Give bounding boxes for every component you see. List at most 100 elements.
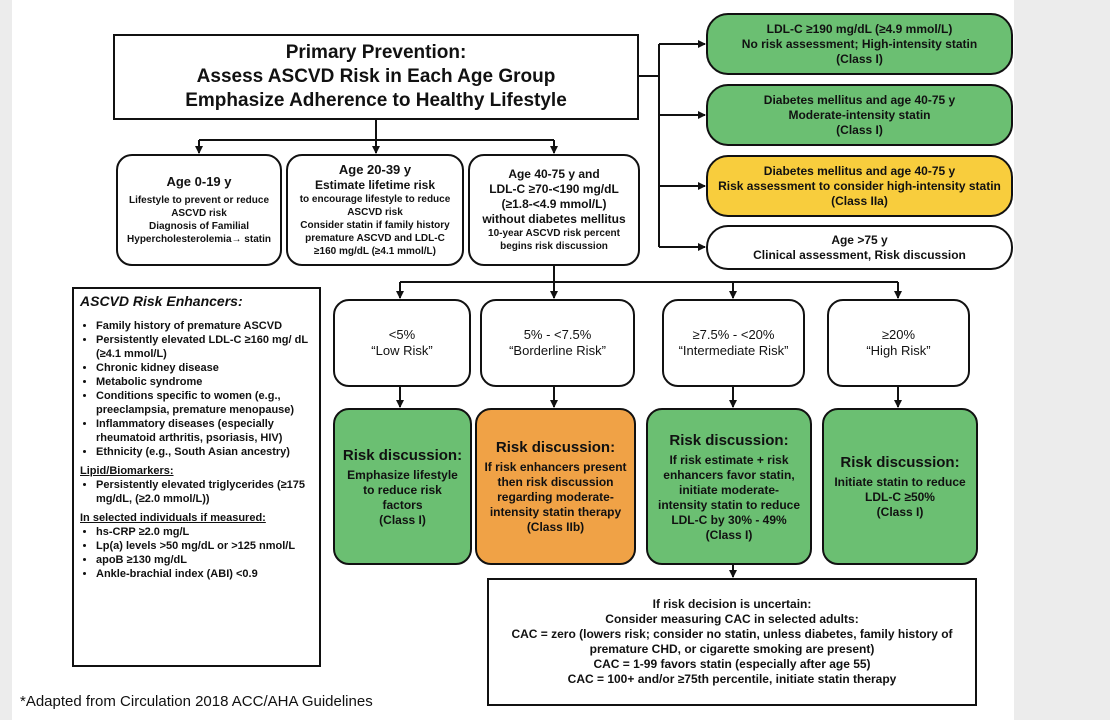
risk-enhancers-list: Family history of premature ASCVD Persis… bbox=[80, 319, 313, 459]
age-20-39-box: Age 20-39 y Estimate lifetime risk to en… bbox=[286, 154, 464, 266]
enhancer-item: Persistently elevated LDL-C ≥160 mg/ dL … bbox=[96, 333, 313, 361]
main-line-1: Primary Prevention: bbox=[285, 42, 467, 63]
enhancer-item: Inflammatory diseases (especially rheuma… bbox=[96, 417, 313, 445]
diabetes-high-intensity-box: Diabetes mellitus and age 40-75 y Risk a… bbox=[706, 155, 1013, 217]
risk-enhancers-panel: ASCVD Risk Enhancers: Family history of … bbox=[72, 287, 321, 667]
age-40-75-line-4: without diabetes mellitus bbox=[482, 212, 626, 226]
lipid-item: Persistently elevated triglycerides (≥17… bbox=[96, 478, 313, 506]
enhancer-item: Ethnicity (e.g., South Asian ancestry) bbox=[96, 445, 313, 459]
age-20-39-line-1: to encourage lifestyle to reduce bbox=[299, 194, 451, 205]
diabetes-moderate-line-2: Moderate-intensity statin bbox=[788, 107, 931, 122]
risk-borderline-range: 5% - <7.5% bbox=[523, 327, 592, 342]
diabetes-moderate-box: Diabetes mellitus and age 40-75 y Modera… bbox=[706, 84, 1013, 146]
diabetes-moderate-line-1: Diabetes mellitus and age 40-75 y bbox=[763, 92, 956, 107]
risk-intermediate-range: ≥7.5% - <20% bbox=[692, 327, 775, 342]
discussion-low-box: Risk discussion: Emphasize lifestyle to … bbox=[333, 408, 472, 565]
discussion-borderline-line: regarding moderate- bbox=[497, 490, 614, 504]
age-0-19-box: Age 0-19 y Lifestyle to prevent or reduc… bbox=[116, 154, 282, 266]
age-40-75-line-2: LDL-C ≥70-<190 mg/dL bbox=[489, 182, 619, 196]
enhancer-item: Metabolic syndrome bbox=[96, 375, 313, 389]
diabetes-high-line-3: (Class IIa) bbox=[831, 193, 888, 208]
age-20-39-line-2: ASCVD risk bbox=[347, 207, 403, 218]
risk-low-range: <5% bbox=[388, 327, 416, 342]
discussion-intermediate-line: If risk estimate + risk bbox=[669, 452, 789, 467]
main-line-2: Assess ASCVD Risk in Each Age Group bbox=[196, 66, 556, 87]
main-line-3: Emphasize Adherence to Healthy Lifestyle bbox=[185, 90, 567, 111]
discussion-borderline-box: Risk discussion: If risk enhancers prese… bbox=[475, 408, 636, 565]
discussion-low-line: to reduce risk bbox=[363, 482, 442, 497]
age-0-19-line-3: Diagnosis of Familial bbox=[148, 221, 250, 232]
discussion-high-title: Risk discussion: bbox=[840, 454, 960, 471]
cac-line: CAC = 100+ and/or ≥75th percentile, init… bbox=[567, 672, 897, 686]
lipid-biomarkers-list: Persistently elevated triglycerides (≥17… bbox=[80, 478, 313, 506]
age-20-39-line-4: premature ASCVD and LDL-C bbox=[305, 233, 445, 244]
discussion-high-box: Risk discussion: Initiate statin to redu… bbox=[822, 408, 978, 565]
footnote: *Adapted from Circulation 2018 ACC/AHA G… bbox=[20, 693, 373, 710]
age-20-39-line-3: Consider statin if family history bbox=[300, 220, 450, 231]
discussion-intermediate-line: intensity statin to reduce bbox=[657, 497, 801, 512]
discussion-low-line: (Class I) bbox=[379, 512, 426, 527]
discussion-borderline-line: intensity statin therapy bbox=[489, 505, 622, 519]
discussion-intermediate-line: (Class I) bbox=[705, 527, 753, 542]
selected-item: Ankle-brachial index (ABI) <0.9 bbox=[96, 567, 313, 581]
discussion-borderline-line: (Class IIb) bbox=[526, 520, 585, 534]
selected-individuals-list: hs-CRP ≥2.0 mg/L Lp(a) levels >50 mg/dL … bbox=[80, 525, 313, 581]
age-40-75-line-5: 10-year ASCVD risk percent bbox=[488, 228, 620, 239]
discussion-high-line: LDL-C ≥50% bbox=[865, 490, 935, 504]
age-40-75-line-1: Age 40-75 y and bbox=[508, 167, 600, 181]
discussion-low-line: factors bbox=[382, 497, 423, 512]
cac-line: CAC = zero (lowers risk; consider no sta… bbox=[511, 627, 953, 641]
enhancer-item: Chronic kidney disease bbox=[96, 361, 313, 375]
age-40-75-line-3: (≥1.8-<4.9 mmol/L) bbox=[501, 197, 607, 211]
enhancer-item: Family history of premature ASCVD bbox=[96, 319, 313, 333]
cac-line: CAC = 1-99 favors statin (especially aft… bbox=[593, 657, 871, 671]
risk-high-box: ≥20% “High Risk” bbox=[827, 299, 970, 387]
ldl-190-line-1: LDL-C ≥190 mg/dL (≥4.9 mmol/L) bbox=[766, 21, 953, 36]
age-75-line-1: Age >75 y bbox=[831, 232, 888, 247]
ldl-190-line-3: (Class I) bbox=[836, 51, 883, 66]
discussion-borderline-line: If risk enhancers present bbox=[484, 460, 627, 474]
age-over-75-box: Age >75 y Clinical assessment, Risk disc… bbox=[706, 225, 1013, 270]
discussion-borderline-title: Risk discussion: bbox=[495, 439, 616, 456]
ldl-190-box: LDL-C ≥190 mg/dL (≥4.9 mmol/L) No risk a… bbox=[706, 13, 1013, 75]
age-0-19-line-4: Hypercholesterolemia→ statin bbox=[127, 234, 271, 245]
risk-high-label: “High Risk” bbox=[866, 343, 931, 358]
selected-item: hs-CRP ≥2.0 mg/L bbox=[96, 525, 313, 539]
diabetes-moderate-line-3: (Class I) bbox=[836, 122, 883, 137]
risk-borderline-label: “Borderline Risk” bbox=[509, 343, 606, 358]
risk-enhancers-title: ASCVD Risk Enhancers: bbox=[80, 293, 243, 309]
age-40-75-line-6: begins risk discussion bbox=[500, 241, 608, 252]
age-75-line-2: Clinical assessment, Risk discussion bbox=[753, 247, 966, 262]
discussion-intermediate-title: Risk discussion: bbox=[669, 431, 789, 449]
discussion-intermediate-line: enhancers favor statin, bbox=[663, 467, 795, 482]
age-20-39-subtitle: Estimate lifetime risk bbox=[314, 178, 436, 192]
selected-item: Lp(a) levels >50 mg/dL or >125 nmol/L bbox=[96, 539, 313, 553]
enhancer-item: Conditions specific to women (e.g., pree… bbox=[96, 389, 313, 417]
discussion-intermediate-box: Risk discussion: If risk estimate + risk… bbox=[646, 408, 812, 565]
discussion-low-line: Emphasize lifestyle bbox=[347, 467, 458, 482]
diabetes-high-line-1: Diabetes mellitus and age 40-75 y bbox=[763, 163, 956, 178]
cac-line: If risk decision is uncertain: bbox=[652, 597, 812, 611]
age-20-39-line-5: ≥160 mg/dL (≥4.1 mmol/L) bbox=[314, 246, 436, 257]
discussion-low-title: Risk discussion: bbox=[342, 446, 463, 464]
age-40-75-box: Age 40-75 y and LDL-C ≥70-<190 mg/dL (≥1… bbox=[468, 154, 640, 266]
ldl-190-line-2: No risk assessment; High-intensity stati… bbox=[741, 36, 978, 51]
lipid-biomarkers-heading: Lipid/Biomarkers: bbox=[80, 465, 174, 477]
primary-prevention-box: Primary Prevention: Assess ASCVD Risk in… bbox=[113, 34, 639, 120]
risk-borderline-box: 5% - <7.5% “Borderline Risk” bbox=[480, 299, 635, 387]
cac-line: Consider measuring CAC in selected adult… bbox=[605, 612, 859, 626]
discussion-intermediate-line: LDL-C by 30% - 49% bbox=[671, 512, 787, 527]
discussion-borderline-line: then risk discussion bbox=[497, 475, 614, 489]
risk-intermediate-box: ≥7.5% - <20% “Intermediate Risk” bbox=[662, 299, 805, 387]
risk-low-label: “Low Risk” bbox=[371, 343, 433, 358]
diabetes-high-line-2: Risk assessment to consider high-intensi… bbox=[718, 178, 1001, 193]
age-0-19-line-2: ASCVD risk bbox=[171, 208, 227, 219]
discussion-high-line: Initiate statin to reduce bbox=[834, 475, 966, 489]
risk-high-range: ≥20% bbox=[881, 327, 916, 342]
cac-line: premature CHD, or cigarette smoking are … bbox=[589, 642, 875, 656]
age-20-39-title: Age 20-39 y bbox=[338, 162, 412, 177]
age-0-19-line-1: Lifestyle to prevent or reduce bbox=[128, 195, 270, 206]
discussion-intermediate-line: initiate moderate- bbox=[678, 482, 780, 497]
risk-low-box: <5% “Low Risk” bbox=[333, 299, 471, 387]
risk-intermediate-label: “Intermediate Risk” bbox=[678, 343, 789, 358]
